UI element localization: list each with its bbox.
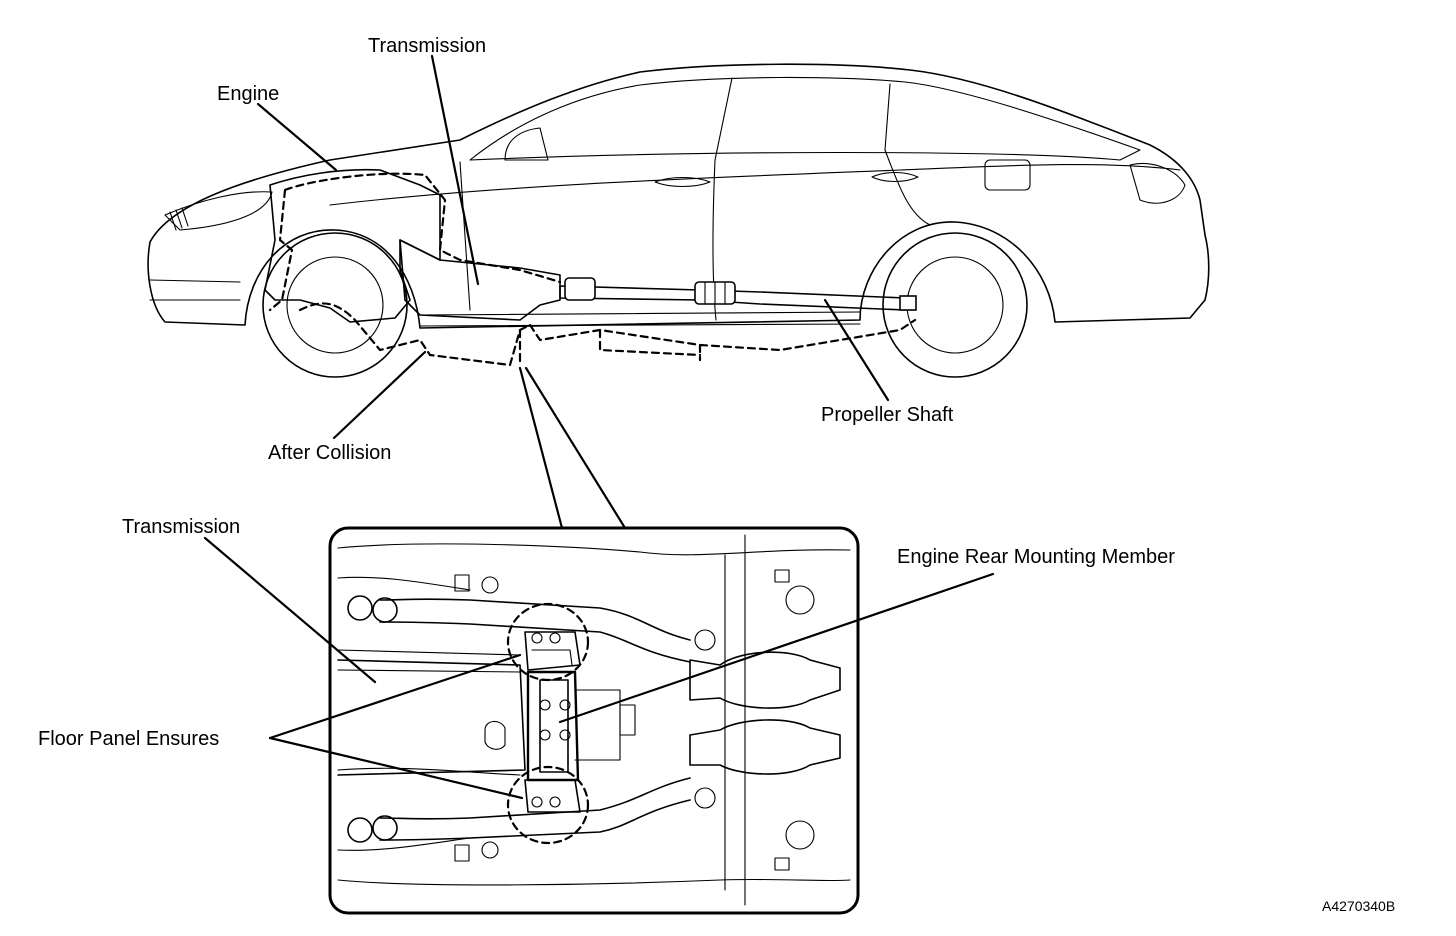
lower-floor-bracket xyxy=(524,779,581,813)
car-rear-door xyxy=(884,149,931,226)
leader-engine xyxy=(256,102,338,172)
front-tire xyxy=(262,232,408,378)
car-c-pillar xyxy=(884,83,891,151)
transmission-outline xyxy=(399,239,561,321)
after-collision-outline xyxy=(268,172,917,367)
car-b-pillar xyxy=(714,77,733,161)
leader-after-collision xyxy=(332,350,427,440)
upper-catalytic-converter xyxy=(689,651,841,709)
front-door-handle xyxy=(654,176,711,188)
grille xyxy=(169,207,189,231)
propeller-shaft-drawing xyxy=(559,277,917,311)
car-front-door xyxy=(459,159,717,321)
leader-floor-panel-upper xyxy=(268,653,522,740)
rear-rim xyxy=(906,256,1004,354)
side-mirror xyxy=(504,127,549,161)
upper-ensure-circle xyxy=(506,602,590,682)
car-window-outline xyxy=(469,76,1141,161)
car-side-view xyxy=(147,63,1210,378)
label-transmission-bottom: Transmission xyxy=(122,516,241,538)
rear-tire xyxy=(882,232,1028,378)
lower-catalytic-converter xyxy=(689,719,841,775)
headlight xyxy=(164,191,273,231)
label-floor-panel-ensures: Floor Panel Ensures xyxy=(38,728,220,750)
leader-transmission-bottom xyxy=(203,536,377,684)
fuel-door xyxy=(984,159,1031,191)
engine-outline xyxy=(264,168,441,323)
inset-transmission xyxy=(337,659,526,776)
zoom-leader-left xyxy=(518,366,564,530)
lower-ensure-circle xyxy=(506,765,590,845)
label-transmission-top: Transmission xyxy=(368,35,487,57)
label-propeller-shaft: Propeller Shaft xyxy=(821,404,954,426)
rocker-sill xyxy=(419,311,861,327)
leader-engine-rear-mounting-member xyxy=(558,572,995,724)
label-engine-rear-mounting-member: Engine Rear Mounting Member xyxy=(897,546,1175,568)
label-after-collision: After Collision xyxy=(268,442,392,464)
zoom-leader-right xyxy=(524,366,627,530)
rear-door-handle xyxy=(871,171,919,183)
car-body-outline xyxy=(147,63,1210,329)
underbody-inset xyxy=(328,526,860,915)
leader-propeller-shaft xyxy=(823,298,890,402)
front-bumper-lines xyxy=(149,279,241,301)
leader-transmission-top xyxy=(430,54,480,286)
figure-id: A4270340B xyxy=(1322,898,1396,914)
car-beltline xyxy=(329,163,1181,206)
label-engine: Engine xyxy=(217,83,280,105)
leader-floor-panel-lower xyxy=(268,736,524,800)
front-rim xyxy=(286,256,384,354)
tail-light xyxy=(1129,162,1186,204)
